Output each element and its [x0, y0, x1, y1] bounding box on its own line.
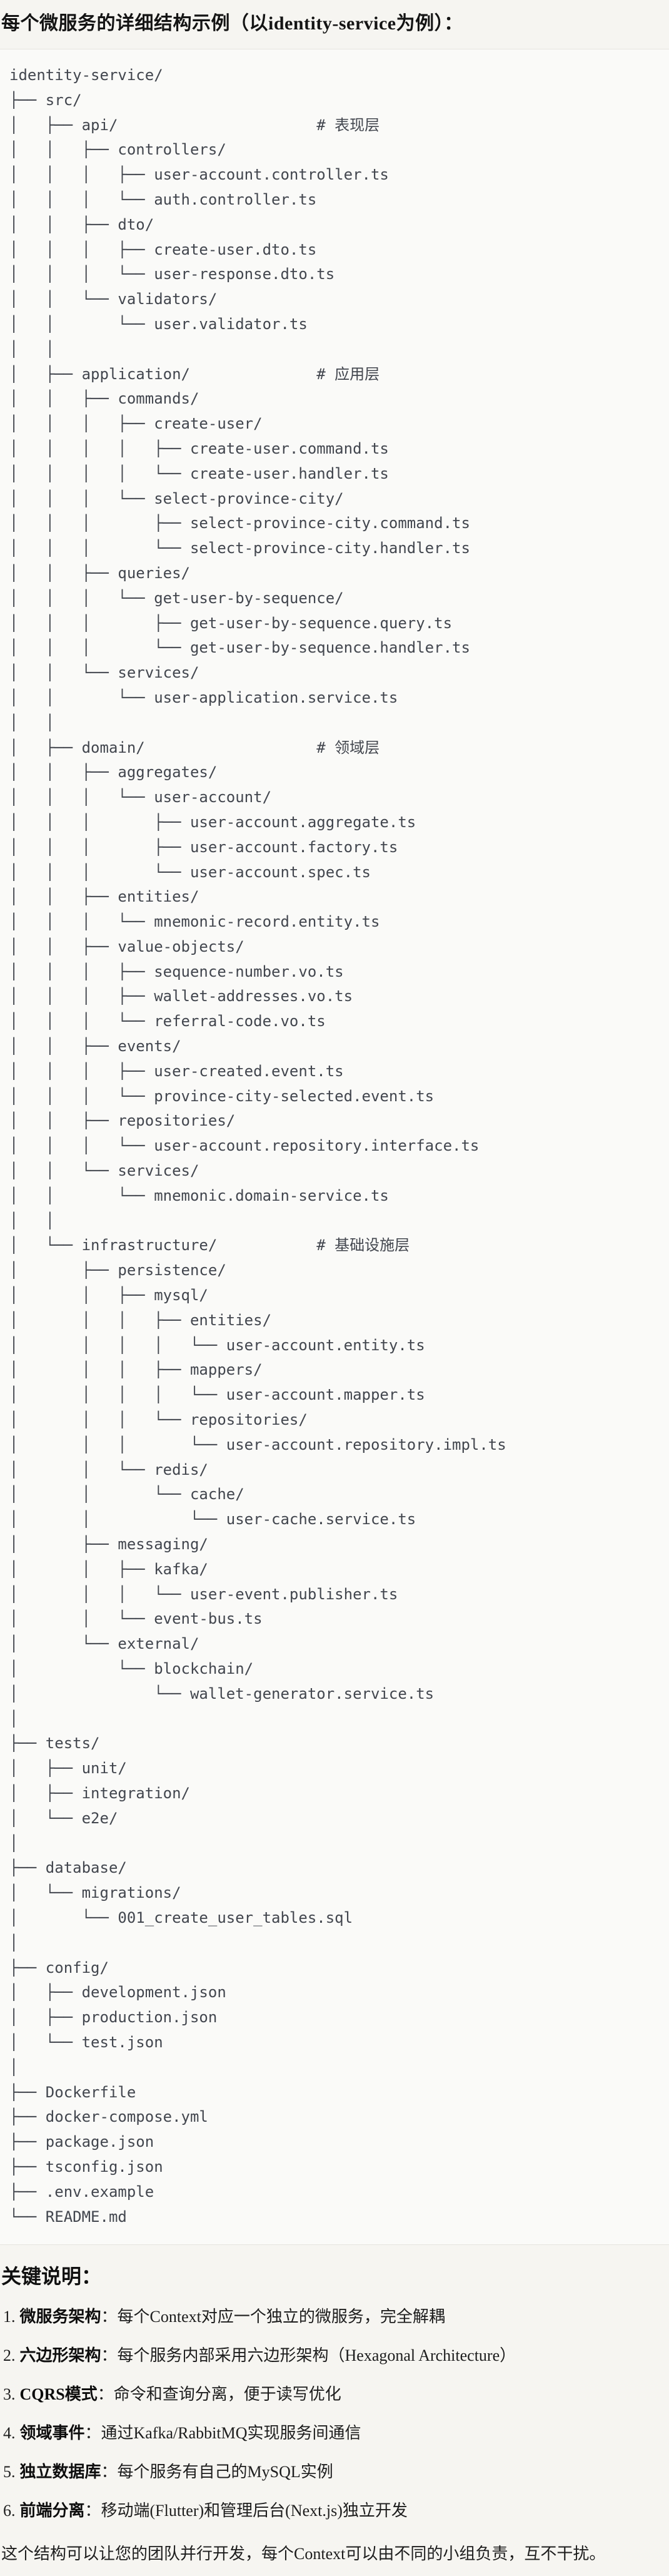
- file-tree: identity-service/ ├── src/ │ ├── api/ # …: [9, 66, 506, 2226]
- note-item-cqrs: 3.CQRS模式：命令和查询分离，便于读写优化: [3, 2384, 669, 2405]
- note-term: CQRS模式: [19, 2385, 98, 2404]
- note-term: 前端分离: [19, 2502, 85, 2520]
- note-text: ：每个Context对应一个独立的微服务，完全解耦: [101, 2308, 445, 2326]
- note-number: 5.: [3, 2463, 16, 2482]
- note-number: 2.: [3, 2346, 16, 2365]
- note-term: 领域事件: [19, 2424, 85, 2443]
- note-number: 6.: [3, 2502, 16, 2520]
- note-item-independent-db: 5.独立数据库：每个服务有自己的MySQL实例: [3, 2461, 669, 2482]
- note-number: 4.: [3, 2424, 16, 2443]
- note-number: 1.: [3, 2308, 16, 2326]
- page-title: 每个微服务的详细结构示例（以identity-service为例）：: [1, 13, 463, 34]
- closing-paragraph: 这个结构可以让您的团队并行开发，每个Context可以由不同的小组负责，互不干扰…: [1, 2545, 606, 2563]
- notes-list: 1.微服务架构：每个Context对应一个独立的微服务，完全解耦 2.六边形架构…: [0, 2306, 669, 2521]
- note-text: ：移动端(Flutter)和管理后台(Next.js)独立开发: [84, 2502, 408, 2520]
- note-item-microservice: 1.微服务架构：每个Context对应一个独立的微服务，完全解耦: [3, 2306, 669, 2327]
- note-number: 3.: [3, 2385, 16, 2404]
- note-term: 独立数据库: [19, 2463, 101, 2482]
- note-text: ：命令和查询分离，便于读写优化: [97, 2385, 341, 2404]
- note-text: ：每个服务内部采用六边形架构（Hexagonal Architecture）: [101, 2346, 516, 2365]
- note-text: ：通过Kafka/RabbitMQ实现服务间通信: [84, 2424, 361, 2443]
- note-item-hexagonal: 2.六边形架构：每个服务内部采用六边形架构（Hexagonal Architec…: [3, 2345, 669, 2366]
- note-term: 微服务架构: [19, 2308, 101, 2326]
- note-text: ：每个服务有自己的MySQL实例: [101, 2463, 333, 2482]
- tree-code-block: identity-service/ ├── src/ │ ├── api/ # …: [0, 49, 669, 2246]
- document-page: 每个微服务的详细结构示例（以identity-service为例）： ident…: [0, 10, 669, 2573]
- note-item-domain-events: 4.领域事件：通过Kafka/RabbitMQ实现服务间通信: [3, 2423, 669, 2443]
- note-item-frontend-split: 6.前端分离：移动端(Flutter)和管理后台(Next.js)独立开发: [3, 2500, 669, 2521]
- notes-heading: 关键说明：: [1, 2265, 102, 2288]
- note-term: 六边形架构: [19, 2346, 101, 2365]
